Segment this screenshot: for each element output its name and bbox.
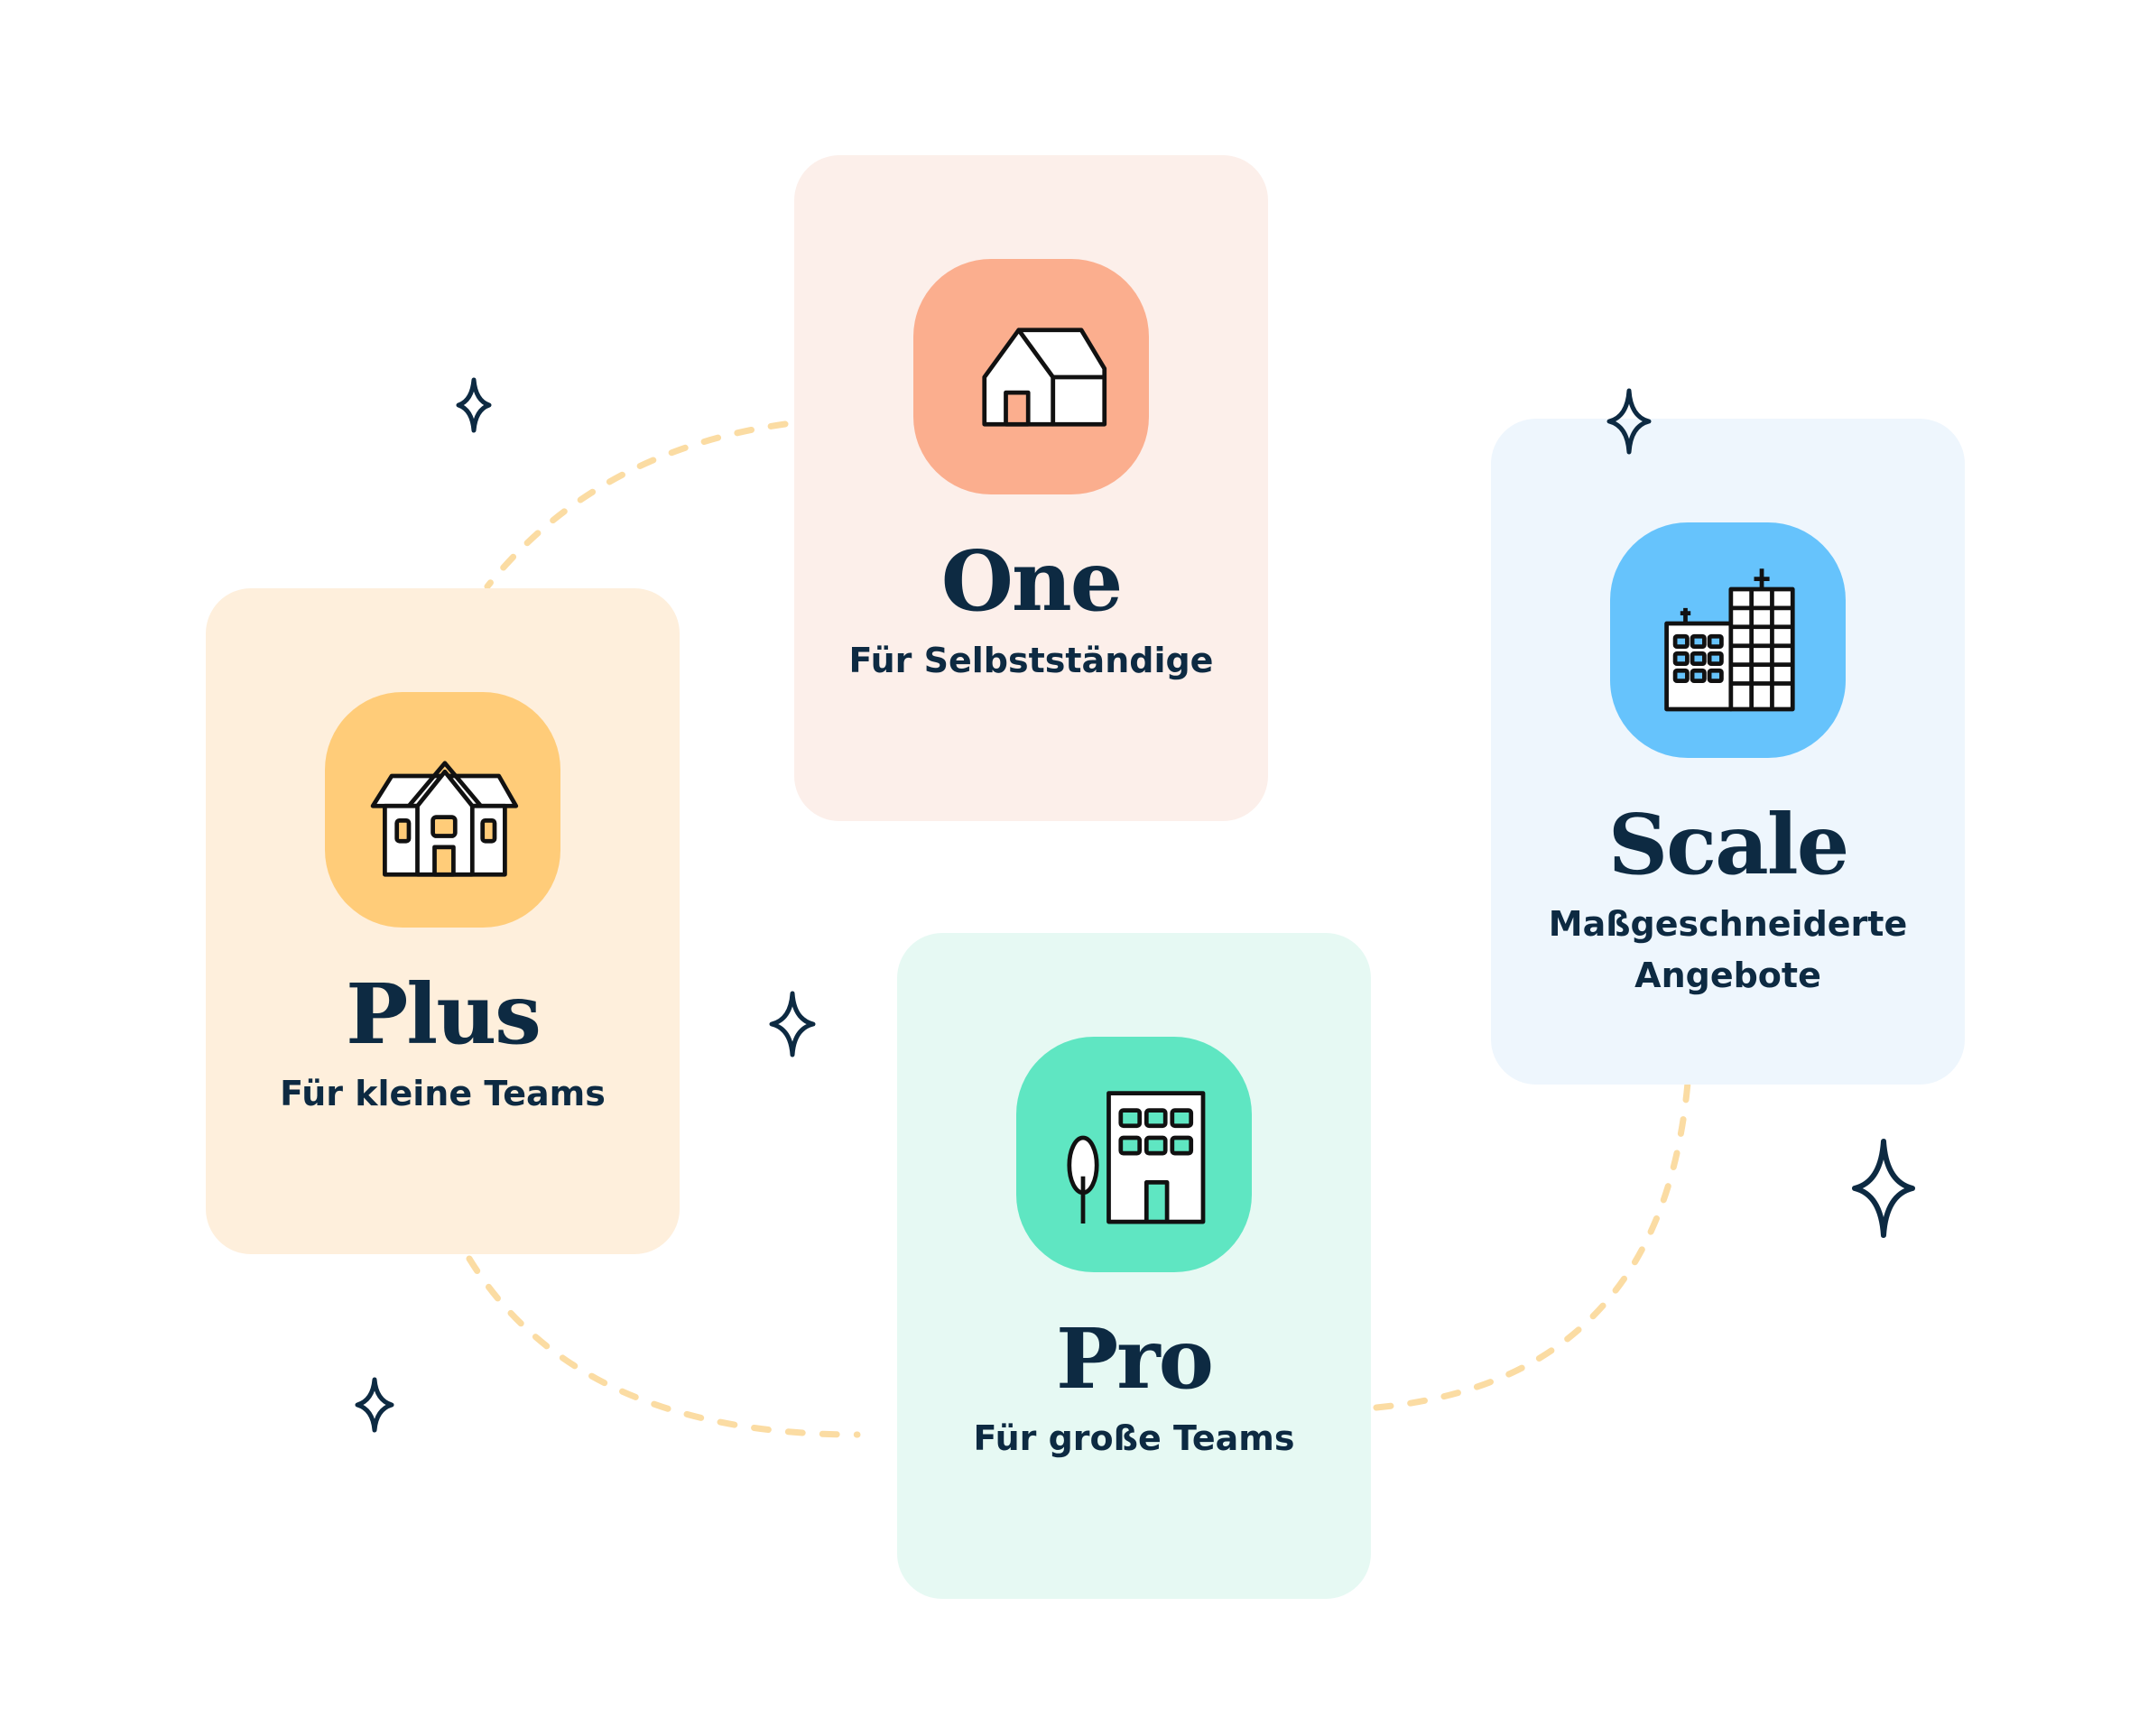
plan-plus-icon-tile: [325, 692, 560, 928]
plan-subtitle-pro: Für große Teams: [973, 1418, 1295, 1458]
sparkle-icon: [355, 1377, 394, 1433]
plan-pro-icon-tile: [1016, 1037, 1252, 1272]
plan-card-one[interactable]: One Für Selbstständige: [794, 155, 1268, 821]
sparkle-icon: [456, 377, 492, 433]
villa-icon: [370, 760, 518, 877]
office-building-icon: [1066, 1090, 1205, 1224]
plan-subtitle-scale-line1: Maßgeschneiderte: [1548, 904, 1908, 944]
plan-card-scale[interactable]: Scale Maßgeschneiderte Angebote: [1491, 419, 1965, 1085]
plan-name-pro: Pro: [1055, 1310, 1214, 1408]
plan-card-pro[interactable]: Pro Für große Teams: [897, 933, 1371, 1599]
plan-subtitle-plus: Für kleine Teams: [280, 1074, 606, 1113]
plan-scale-icon-tile: [1610, 522, 1846, 758]
skyscraper-icon: [1663, 568, 1795, 711]
plan-card-plus[interactable]: Plus Für kleine Teams: [206, 588, 680, 1254]
plan-name-plus: Plus: [346, 965, 542, 1063]
sparkle-icon: [769, 991, 816, 1057]
plan-subtitle-one: Für Selbstständige: [848, 641, 1214, 680]
sparkle-icon: [1606, 388, 1652, 455]
house-icon: [981, 327, 1106, 427]
plan-name-scale: Scale: [1607, 796, 1850, 893]
plan-subtitle-scale-line2: Angebote: [1634, 956, 1821, 995]
plan-name-one: One: [940, 532, 1124, 630]
plan-one-icon-tile: [913, 259, 1149, 494]
sparkle-icon: [1852, 1139, 1915, 1238]
